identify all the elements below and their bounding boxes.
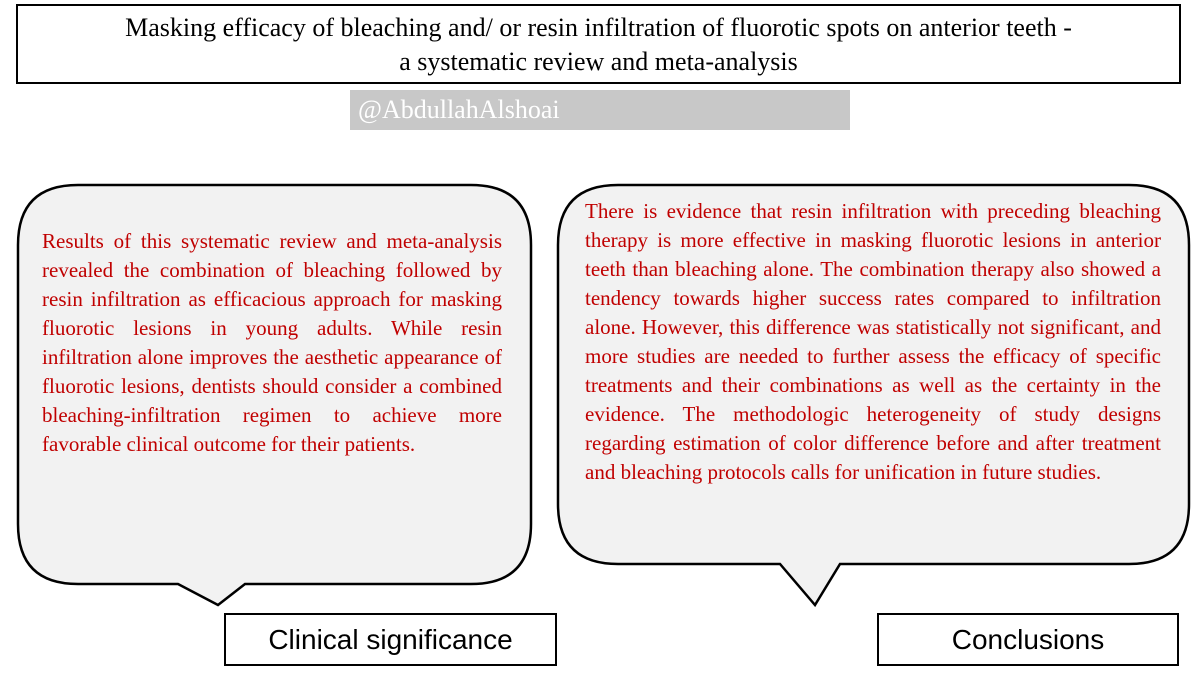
- author-handle: @AbdullahAlshoai: [350, 90, 850, 130]
- conclusions-text: There is evidence that resin infiltratio…: [585, 199, 1161, 484]
- clinical-significance-label: Clinical significance: [224, 613, 557, 666]
- clinical-significance-text: Results of this systematic review and me…: [42, 229, 502, 456]
- right-speech-bubble: [556, 183, 1191, 608]
- conclusions-label: Conclusions: [877, 613, 1179, 666]
- title-line-2: a systematic review and meta-analysis: [399, 47, 798, 76]
- title-line-1: Masking efficacy of bleaching and/ or re…: [125, 13, 1072, 42]
- left-speech-bubble: [16, 183, 533, 607]
- title-box: Masking efficacy of bleaching and/ or re…: [16, 4, 1181, 84]
